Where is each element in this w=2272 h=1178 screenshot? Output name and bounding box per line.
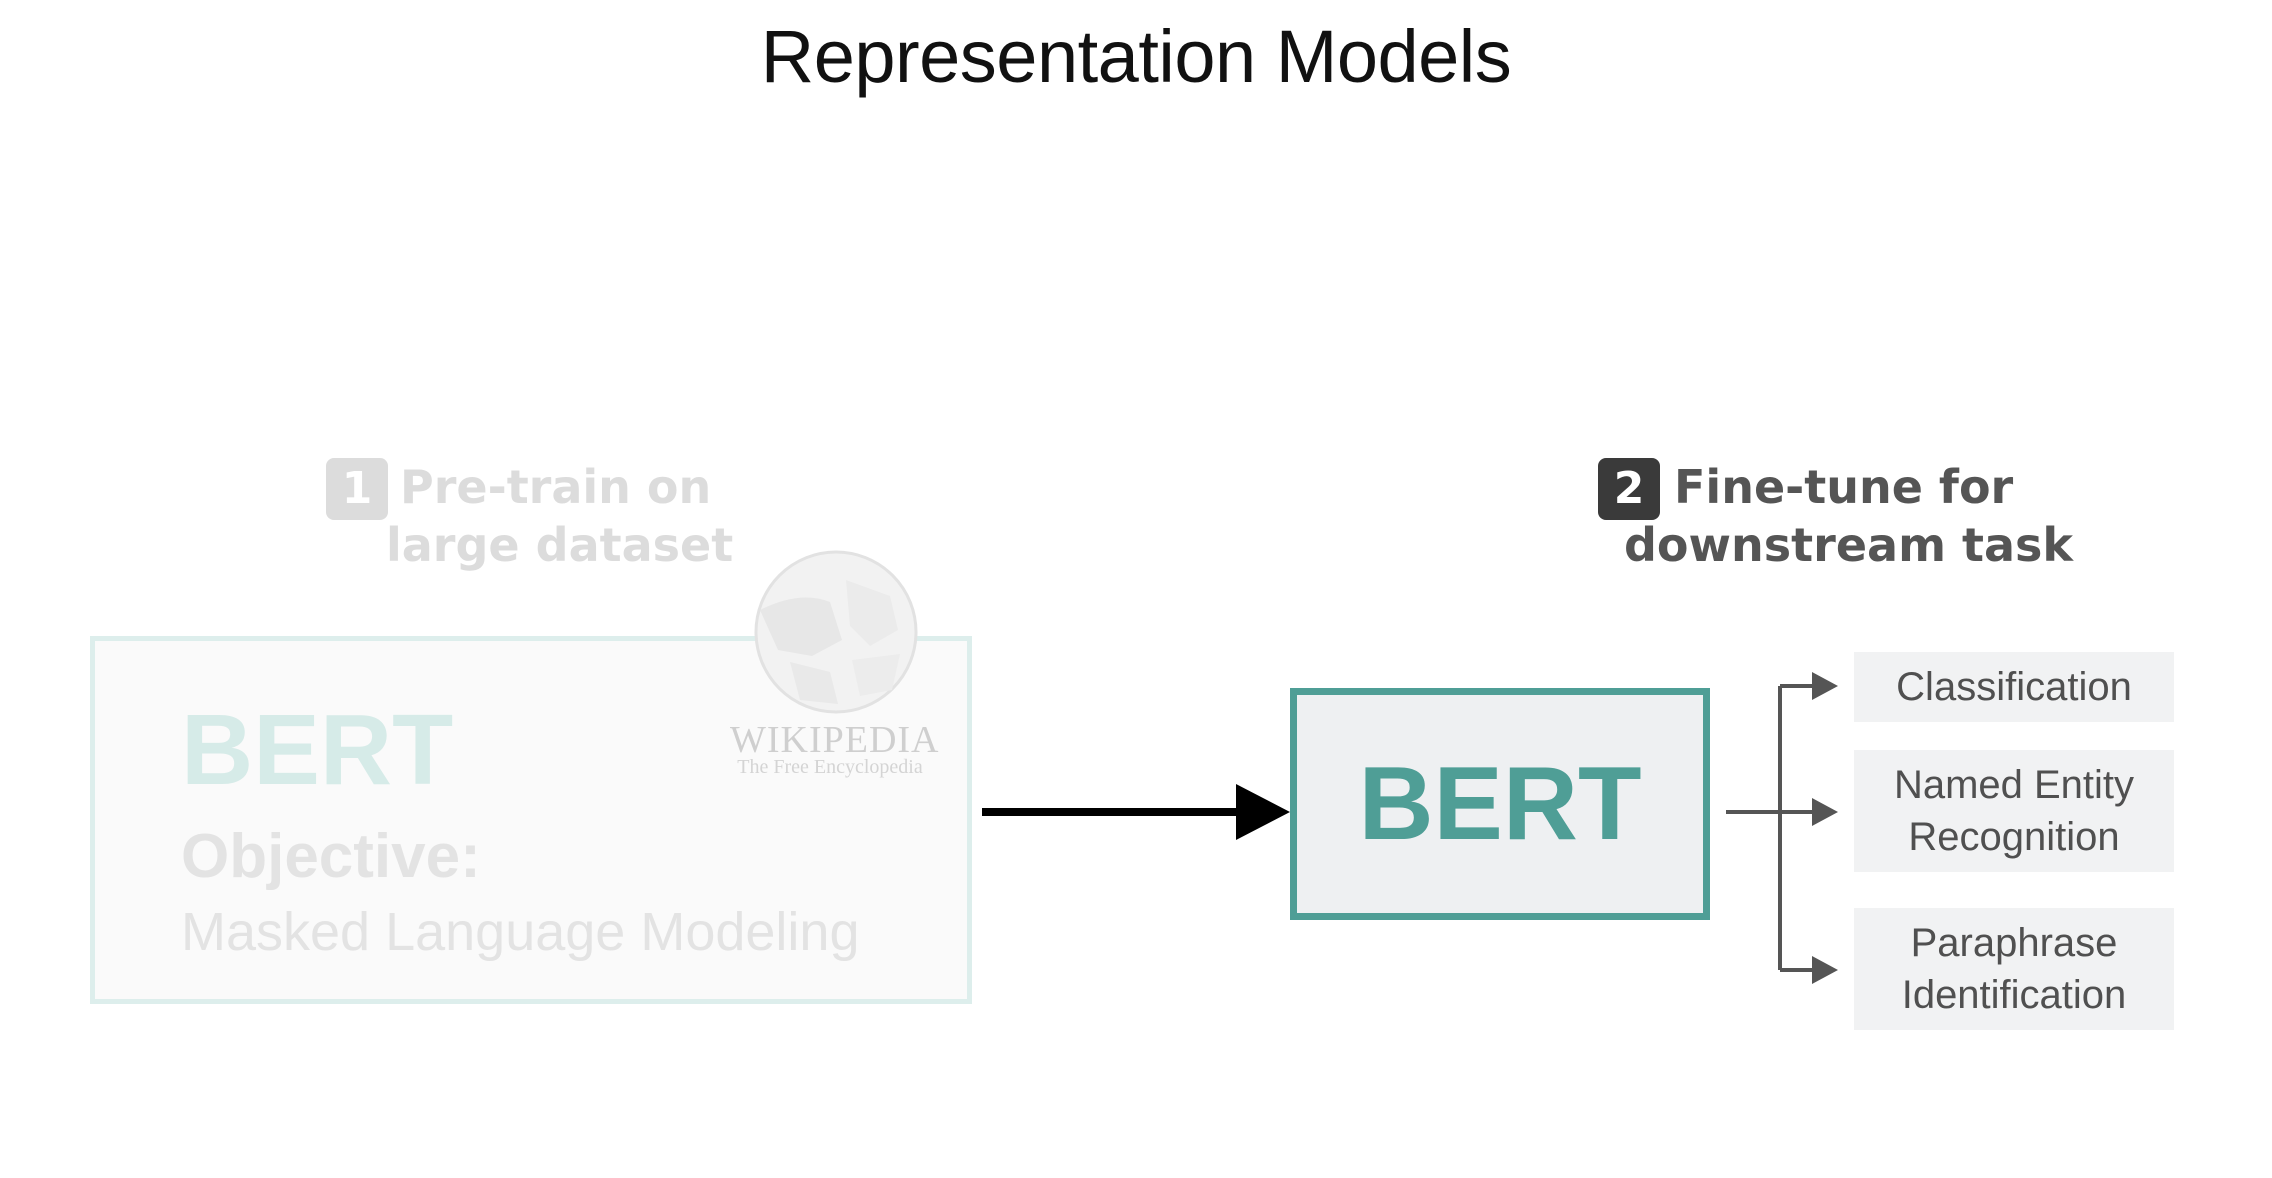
step-2-label-line1: Fine-tune for <box>1674 460 2014 514</box>
task-arrowhead-1 <box>1812 672 1838 700</box>
task-arrowhead-2 <box>1812 798 1838 826</box>
pretrain-box: BERT Objective: Masked Language Modeling <box>90 636 972 1004</box>
objective-label: Objective: <box>181 822 481 891</box>
task-paraphrase-identification: Paraphrase Identification <box>1854 908 2174 1030</box>
finetune-model-name: BERT <box>1358 745 1642 862</box>
task-arrowhead-3 <box>1812 956 1838 984</box>
wikipedia-tagline: The Free Encyclopedia <box>737 756 923 778</box>
wikipedia-wordmark: WIKIPEDIA <box>730 719 940 761</box>
step-2-label-line2: downstream task <box>1624 518 2074 572</box>
task-label-line1: Paraphrase <box>1910 921 2118 965</box>
step-1-label-line2: large dataset <box>386 518 734 572</box>
pretrain-model-name: BERT <box>181 694 454 806</box>
page-title: Representation Models <box>760 15 1512 98</box>
task-connectors <box>1726 684 1816 972</box>
task-label-line1: Classification <box>1896 665 2132 709</box>
wikipedia-globe-icon <box>754 550 918 714</box>
task-classification: Classification <box>1854 652 2174 722</box>
task-label-line2: Recognition <box>1908 815 2120 859</box>
step-1-label-line1: Pre-train on <box>400 460 712 514</box>
pretrain-to-finetune-arrowhead <box>1236 784 1290 840</box>
task-named-entity-recognition: Named Entity Recognition <box>1854 750 2174 872</box>
step-1-badge: 1 <box>326 458 388 520</box>
task-label-line2: Identification <box>1901 973 2127 1017</box>
task-label-line1: Named Entity <box>1893 763 2135 807</box>
finetune-box: BERT <box>1290 688 1710 920</box>
step-2-badge: 2 <box>1598 458 1660 520</box>
objective-value: Masked Language Modeling <box>181 902 860 962</box>
